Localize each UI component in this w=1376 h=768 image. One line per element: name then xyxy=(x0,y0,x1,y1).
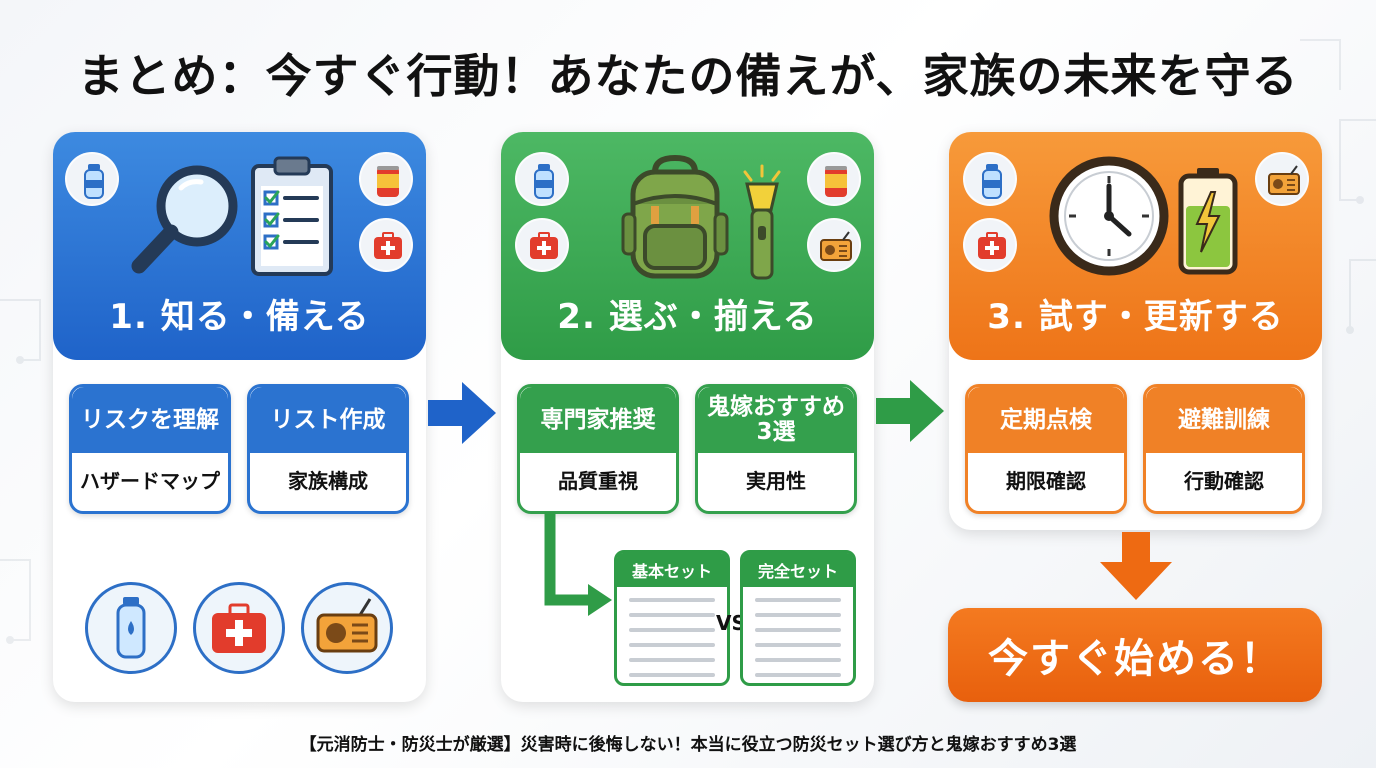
task-box-detail: 行動確認 xyxy=(1184,468,1264,493)
first-aid-kit-icon xyxy=(515,218,569,272)
radio-icon xyxy=(807,218,861,272)
canned-food-icon xyxy=(359,152,413,206)
flashlight-icon xyxy=(743,164,781,280)
connector-arrow-to-compare xyxy=(544,512,612,616)
task-box-make-list: リスト作成 家族構成 xyxy=(247,384,409,514)
canned-food-icon xyxy=(807,152,861,206)
step-card-know: 1. 知る・備える リスクを理解 ハザードマップ リスト作成 家族構成 xyxy=(53,132,426,702)
task-box-detail: 家族構成 xyxy=(288,468,368,493)
flow-arrow-2-to-3 xyxy=(876,380,944,442)
water-bottle-icon xyxy=(963,152,1017,206)
first-aid-kit-icon xyxy=(359,218,413,272)
task-box-title: リスト作成 xyxy=(250,387,406,453)
magnifier-icon xyxy=(131,165,238,274)
step-title-test: 3. 試す・更新する xyxy=(987,297,1284,337)
task-box-title: 避難訓練 xyxy=(1146,387,1302,453)
task-box-understand-risk: リスクを理解 ハザードマップ xyxy=(69,384,231,514)
task-box-detail: 実用性 xyxy=(746,468,806,493)
first-aid-kit-icon xyxy=(963,218,1017,272)
first-aid-kit-icon xyxy=(193,582,285,674)
task-box-detail: 期限確認 xyxy=(1006,468,1086,493)
step-header-test: 3. 試す・更新する xyxy=(949,132,1322,360)
task-box-expert-recommended: 専門家推奨 品質重視 xyxy=(517,384,679,514)
step-title-know: 1. 知る・備える xyxy=(109,297,370,337)
battery-icon xyxy=(1178,168,1238,275)
task-box-title: 定期点検 xyxy=(968,387,1124,453)
task-box-title: リスクを理解 xyxy=(72,387,228,453)
step-card-test: 3. 試す・更新する 定期点検 期限確認 避難訓練 行動確認 xyxy=(949,132,1322,530)
page-title: まとめ：今すぐ行動！あなたの備えが、家族の未来を守る xyxy=(77,49,1299,103)
start-now-button[interactable]: 今すぐ始める！ xyxy=(948,608,1322,702)
water-bottle-icon xyxy=(85,582,177,674)
clock-icon xyxy=(1049,156,1169,276)
flow-arrow-1-to-2 xyxy=(428,382,496,444)
task-box-detail: 品質重視 xyxy=(558,468,638,493)
task-box-detail: ハザードマップ xyxy=(80,468,220,493)
water-bottle-icon xyxy=(515,152,569,206)
step-header-choose: 2. 選ぶ・揃える xyxy=(501,132,874,360)
basic-set-label: 基本セット xyxy=(617,553,727,587)
task-box-title: 専門家推奨 xyxy=(520,387,676,453)
basic-set-card: 基本セット xyxy=(614,550,730,686)
task-box-title: 鬼嫁おすすめ3選 xyxy=(698,387,854,453)
backpack-icon xyxy=(621,154,729,279)
task-box-evacuation-drill: 避難訓練 行動確認 xyxy=(1143,384,1305,514)
complete-set-label: 完全セット xyxy=(743,553,853,587)
radio-icon xyxy=(301,582,393,674)
checklist-icon xyxy=(251,156,333,276)
down-arrow-to-cta xyxy=(1100,532,1172,600)
radio-icon xyxy=(1255,152,1309,206)
task-box-onyome-picks: 鬼嫁おすすめ3選 実用性 xyxy=(695,384,857,514)
water-bottle-icon xyxy=(65,152,119,206)
footer-caption: 【元消防士・防災士が厳選】災害時に後悔しない！本当に役立つ防災セット選び方と鬼嫁… xyxy=(299,735,1077,755)
task-box-periodic-check: 定期点検 期限確認 xyxy=(965,384,1127,514)
step-header-know: 1. 知る・備える xyxy=(53,132,426,360)
complete-set-card: 完全セット xyxy=(740,550,856,686)
step-title-choose: 2. 選ぶ・揃える xyxy=(557,297,818,337)
